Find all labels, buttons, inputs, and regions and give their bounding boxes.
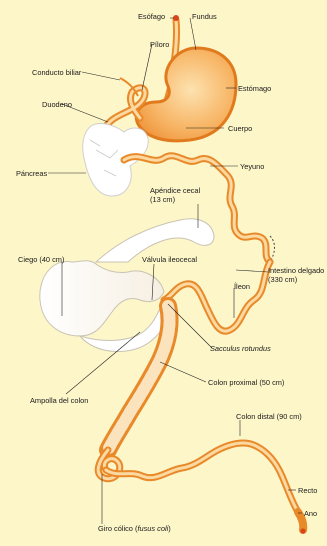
- distal-colon: [106, 443, 298, 512]
- label-yeyuno: Yeyuno: [240, 162, 264, 171]
- label-ampolla: Ampolla del colon: [30, 396, 88, 405]
- label-ano: Ano: [304, 509, 317, 518]
- ileum: [164, 262, 270, 331]
- label-recto: Recto: [298, 486, 317, 495]
- label-apendice-line2: (13 cm): [150, 195, 200, 204]
- anus-marker: [301, 529, 306, 534]
- label-duodeno: Duodeno: [42, 100, 72, 109]
- label-fundus: Fundus: [192, 12, 217, 21]
- label-valvula: Válvula ileocecal: [142, 255, 197, 264]
- label-intestino-delgado: Intestino delgado (330 cm): [268, 266, 324, 284]
- label-colon-proximal: Colon proximal (50 cm): [208, 378, 284, 387]
- label-cuerpo: Cuerpo: [228, 124, 252, 133]
- label-sacculus: Sacculus rotundus: [210, 344, 271, 353]
- label-giro-suffix: ): [168, 524, 170, 533]
- label-ileon: Íleon: [234, 282, 250, 291]
- label-esofago: Esófago: [138, 12, 165, 21]
- label-colon-distal: Colon distal (90 cm): [236, 412, 302, 421]
- label-intestino-line1: Intestino delgado: [268, 266, 324, 275]
- label-pancreas: Páncreas: [16, 169, 47, 178]
- label-estomago: Estómago: [238, 84, 271, 93]
- label-conducto-biliar: Conducto biliar: [32, 68, 81, 77]
- label-apendice: Apéndice cecal (13 cm): [150, 186, 200, 204]
- label-ciego: Ciego (40 cm): [18, 255, 64, 264]
- caecum: [40, 261, 164, 336]
- label-giro-italic: fusus coli: [137, 524, 168, 533]
- label-intestino-line2: (330 cm): [268, 275, 324, 284]
- stomach: [136, 48, 236, 141]
- label-piloro: Píloro: [150, 40, 169, 49]
- rectum: [298, 512, 303, 530]
- label-giro-colico: Giro cólico (fusus coli): [98, 524, 171, 533]
- label-apendice-line1: Apéndice cecal: [150, 186, 200, 195]
- label-giro-prefix: Giro cólico (: [98, 524, 137, 533]
